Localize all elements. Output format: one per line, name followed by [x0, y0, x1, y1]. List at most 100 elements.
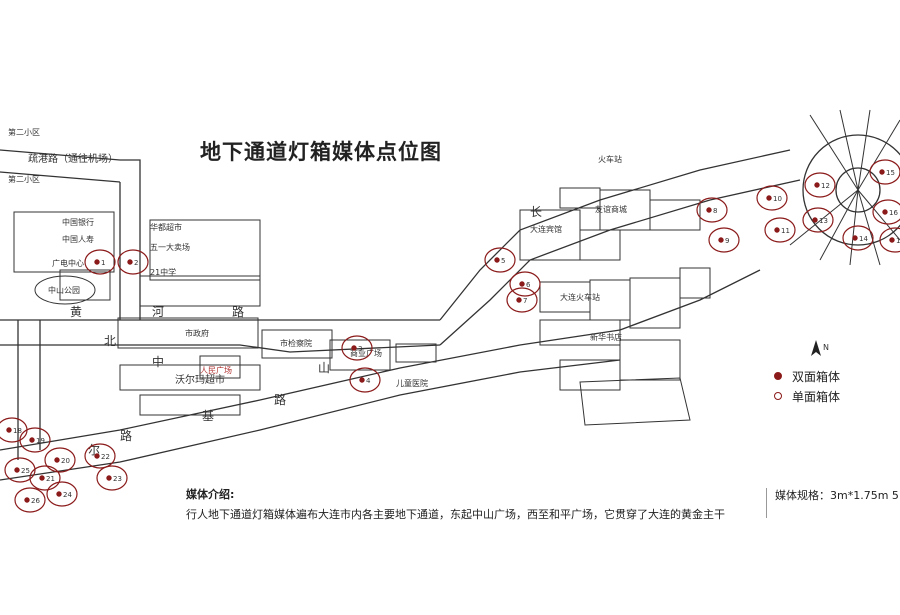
- spot-ring: [842, 225, 874, 251]
- legend-double-label: 双面箱体: [792, 369, 841, 384]
- spot-marker: 13: [802, 207, 834, 233]
- place-hotel: 大连宾馆: [530, 224, 562, 234]
- spot-dot: [519, 281, 525, 287]
- place-broadcast: 广电中心: [52, 258, 84, 268]
- spot-ring: [84, 443, 116, 469]
- spot-label: 7: [523, 297, 527, 305]
- spot-label: 19: [36, 437, 45, 445]
- spot-ring: [879, 227, 900, 253]
- spot-dot: [774, 227, 780, 233]
- legend-single-label: 单面箱体: [792, 389, 841, 404]
- spot-ring: [708, 227, 740, 253]
- spot-ring: [117, 249, 149, 275]
- compass-icon: N: [811, 340, 829, 356]
- spot-ring: [802, 207, 834, 233]
- spot-dot: [24, 497, 30, 503]
- place-dept: 五一大卖场: [150, 242, 190, 252]
- spot-dot: [6, 427, 12, 433]
- spot-label: 12: [821, 182, 830, 190]
- intro-block: 媒体介绍: 行人地下通道灯箱媒体遍布大连市内各主要地下通道，东起中山广场，西至和…: [186, 486, 725, 522]
- spot-dot: [814, 182, 820, 188]
- spot-label: 22: [101, 453, 110, 461]
- intro-heading: 媒体介绍:: [186, 488, 235, 501]
- spot-label: 9: [725, 237, 729, 245]
- spot-marker: 25: [4, 457, 36, 483]
- spot-marker: 24: [46, 481, 78, 507]
- place-friendship: 友谊商城: [595, 204, 627, 214]
- spot-ring: [756, 185, 788, 211]
- spot-label: 5: [501, 257, 505, 265]
- spot-marker: 18: [0, 417, 28, 443]
- legend: 双面箱体 单面箱体: [774, 366, 840, 406]
- spot-marker: 8: [696, 197, 728, 223]
- spot-dot: [718, 237, 724, 243]
- spot-label: 10: [773, 195, 782, 203]
- spot-dot: [706, 207, 712, 213]
- road-labels: 黄 河 路 北 中 山 路 路 基 尔 长: [70, 205, 542, 457]
- spot-marker: 26: [14, 487, 46, 513]
- spec-block: 媒体规格：3m*1.75m 5: [766, 488, 899, 518]
- legend-single: 单面箱体: [774, 386, 840, 406]
- place-bookstore: 新华书店: [590, 332, 622, 342]
- spot-label: 15: [886, 169, 895, 177]
- spot-label: 4: [366, 377, 371, 385]
- spot-ring: [349, 367, 381, 393]
- place-park: 中山公园: [48, 285, 80, 295]
- place-school-2: 第二小区: [8, 127, 40, 137]
- spot-marker: 20: [44, 447, 76, 473]
- road-chang: 长: [530, 205, 542, 219]
- place-store: 华都超市: [150, 222, 182, 232]
- spot-ring: [19, 427, 51, 453]
- spot-ring: [341, 335, 373, 361]
- spot-dot: [882, 209, 888, 215]
- spot-label: 16: [889, 209, 898, 217]
- spot-label: 6: [526, 281, 531, 289]
- place-bank: 中国银行: [62, 217, 94, 227]
- spot-ring: [764, 217, 796, 243]
- place-railway: 火车站: [598, 154, 622, 164]
- spot-marker: 23: [96, 465, 128, 491]
- spot-markers: 1234567891011121314151617181920212223242…: [0, 159, 900, 513]
- spot-label: 25: [21, 467, 30, 475]
- spec-text: 媒体规格：3m*1.75m 5: [775, 489, 899, 502]
- spot-dot: [766, 195, 772, 201]
- spot-dot: [94, 453, 100, 459]
- spot-dot: [351, 345, 357, 351]
- spot-ring: [484, 247, 516, 273]
- spot-label: 2: [134, 259, 138, 267]
- spot-ring: [44, 447, 76, 473]
- spot-dot: [812, 217, 818, 223]
- spot-dot: [879, 169, 885, 175]
- spot-marker: 10: [756, 185, 788, 211]
- spot-dot: [39, 475, 45, 481]
- road-jiefang-2: 基: [202, 409, 214, 423]
- spot-ring: [509, 271, 541, 297]
- map-labels: 疏港路（通往机场） 第二小区 第二小区 中国银行 中国人寿 广电中心 中山公园 …: [8, 127, 627, 388]
- city-blocks: [13, 187, 711, 426]
- spot-label: 14: [859, 235, 868, 243]
- spot-marker: 12: [804, 172, 836, 198]
- road-airport-label: 疏港路（通往机场）: [28, 152, 118, 165]
- road-huanghe-2: 河: [152, 305, 164, 319]
- spot-dot: [516, 297, 522, 303]
- park-shape: [34, 275, 96, 305]
- spot-label: 17: [896, 237, 900, 245]
- plaza-rays: [789, 109, 900, 266]
- spot-label: 24: [63, 491, 72, 499]
- place-school21: 21中学: [150, 267, 176, 277]
- spot-dot: [94, 259, 100, 265]
- spot-ring: [46, 481, 78, 507]
- spot-marker: 19: [19, 427, 51, 453]
- spot-label: 11: [781, 227, 790, 235]
- spot-label: 18: [13, 427, 22, 435]
- spot-marker: 14: [842, 225, 874, 251]
- spot-marker: 9: [708, 227, 740, 253]
- road-zhongshan-4: 路: [274, 392, 286, 407]
- place-walmart: 沃尔玛超市: [175, 373, 225, 386]
- spot-ring: [4, 457, 36, 483]
- spot-dot: [494, 257, 500, 263]
- spot-dot: [852, 235, 858, 241]
- spot-marker: 11: [764, 217, 796, 243]
- spot-dot: [889, 237, 895, 243]
